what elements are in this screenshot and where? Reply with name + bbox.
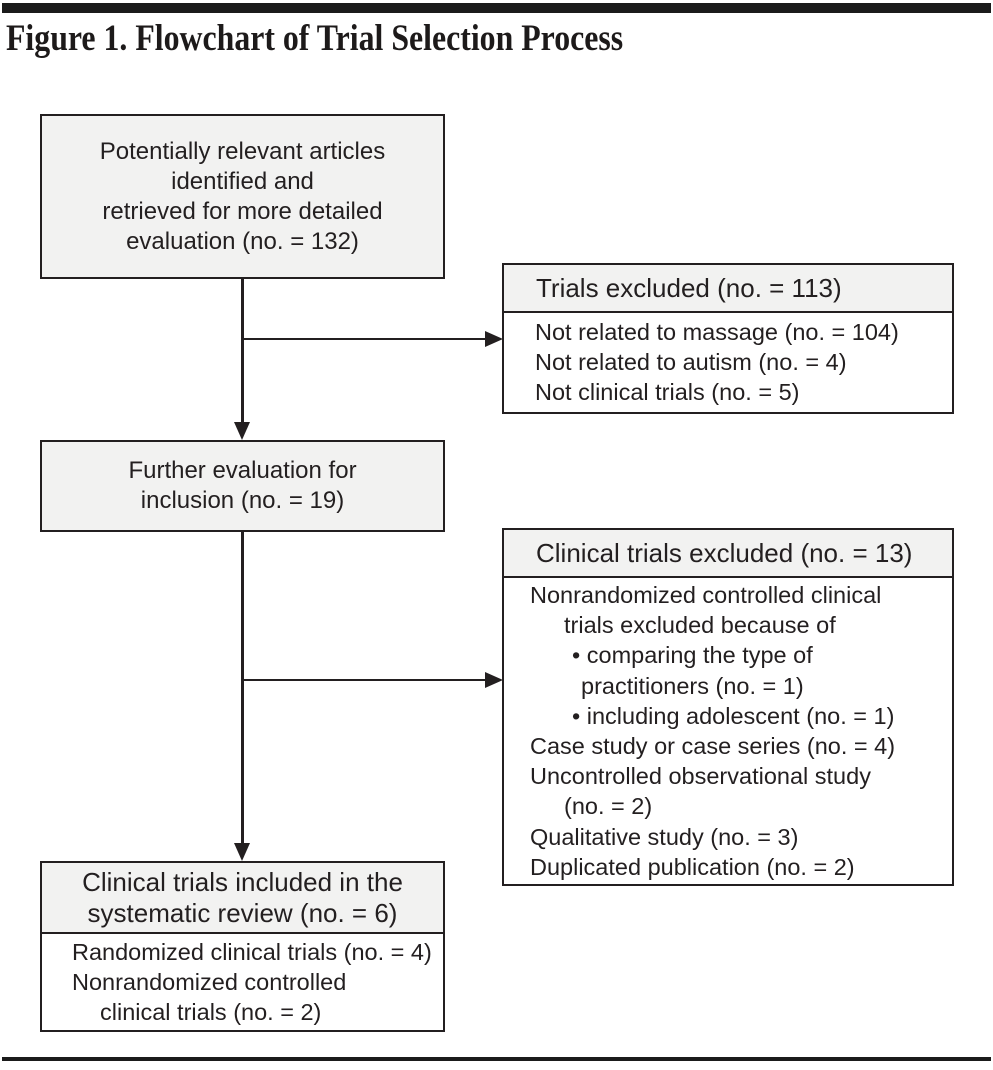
- box-trials-excluded-header: Trials excluded (no. = 113): [504, 265, 952, 313]
- box-further-evaluation: Further evaluation for inclusion (no. = …: [40, 440, 445, 532]
- exclusion-reason: Case study or case series (no. = 4): [530, 733, 896, 760]
- box-trials-excluded-body: Not related to massage (no. = 104) Not r…: [504, 313, 952, 407]
- inclusion-item: Randomized clinical trials (no. = 4): [72, 939, 432, 965]
- exclusion-reason: practitioners (no. = 1): [581, 672, 804, 699]
- arrowhead-down-icon: [234, 422, 250, 440]
- inclusion-item: clinical trials (no. = 2): [100, 999, 322, 1025]
- box-text-line: Potentially relevant articles: [99, 137, 386, 165]
- connector-branch-2: [242, 678, 486, 681]
- exclusion-reason: (no. = 2): [564, 793, 653, 820]
- box-clinical-trials-included-header: Clinical trials included in the systemat…: [42, 863, 443, 934]
- header-line: Clinical trials included in the: [82, 866, 403, 897]
- box-text-line: identified and: [171, 167, 314, 195]
- box-clinical-trials-excluded-header: Clinical trials excluded (no. = 13): [504, 530, 952, 578]
- box-text-line: Further evaluation for: [128, 457, 357, 484]
- box-text-line: retrieved for more detailed: [102, 197, 383, 225]
- exclusion-reason: Uncontrolled observational study: [530, 763, 871, 790]
- exclusion-reason: trials excluded because of: [564, 612, 836, 639]
- bottom-rule: [2, 1057, 991, 1061]
- exclusion-reason: Qualitative study (no. = 3): [530, 823, 799, 850]
- exclusion-reason: Not clinical trials (no. = 5): [535, 379, 800, 405]
- box-clinical-trials-excluded-body: Nonrandomized controlled clinical trials…: [504, 578, 952, 883]
- box-text-line: evaluation (no. = 132): [126, 227, 359, 255]
- inclusion-item: Nonrandomized controlled: [72, 969, 347, 995]
- exclusion-reason: Not related to autism (no. = 4): [535, 349, 847, 375]
- header-line: systematic review (no. = 6): [87, 897, 398, 928]
- box-text-line: inclusion (no. = 19): [140, 487, 345, 514]
- arrowhead-right-icon: [485, 330, 503, 347]
- exclusion-reason: Duplicated publication (no. = 2): [530, 853, 855, 880]
- exclusion-reason: Nonrandomized controlled clinical: [530, 582, 882, 608]
- box-clinical-trials-included: Clinical trials included in the systemat…: [40, 861, 445, 1032]
- connector-vertical-1: [241, 279, 244, 425]
- arrowhead-right-icon: [485, 671, 503, 688]
- connector-vertical-2: [241, 532, 244, 845]
- box-clinical-trials-included-body: Randomized clinical trials (no. = 4) Non…: [42, 934, 443, 1027]
- box-potentially-relevant-articles: Potentially relevant articles identified…: [40, 114, 445, 279]
- connector-branch-1: [242, 337, 486, 340]
- box-trials-excluded: Trials excluded (no. = 113) Not related …: [502, 263, 954, 414]
- top-rule: [2, 3, 991, 13]
- box-clinical-trials-excluded: Clinical trials excluded (no. = 13) Nonr…: [502, 528, 954, 886]
- exclusion-reason: • including adolescent (no. = 1): [572, 702, 895, 729]
- arrowhead-down-icon: [234, 843, 250, 861]
- figure-title: Figure 1. Flowchart of Trial Selection P…: [6, 18, 624, 59]
- exclusion-reason: Not related to massage (no. = 104): [535, 319, 899, 345]
- exclusion-reason: • comparing the type of: [572, 642, 813, 669]
